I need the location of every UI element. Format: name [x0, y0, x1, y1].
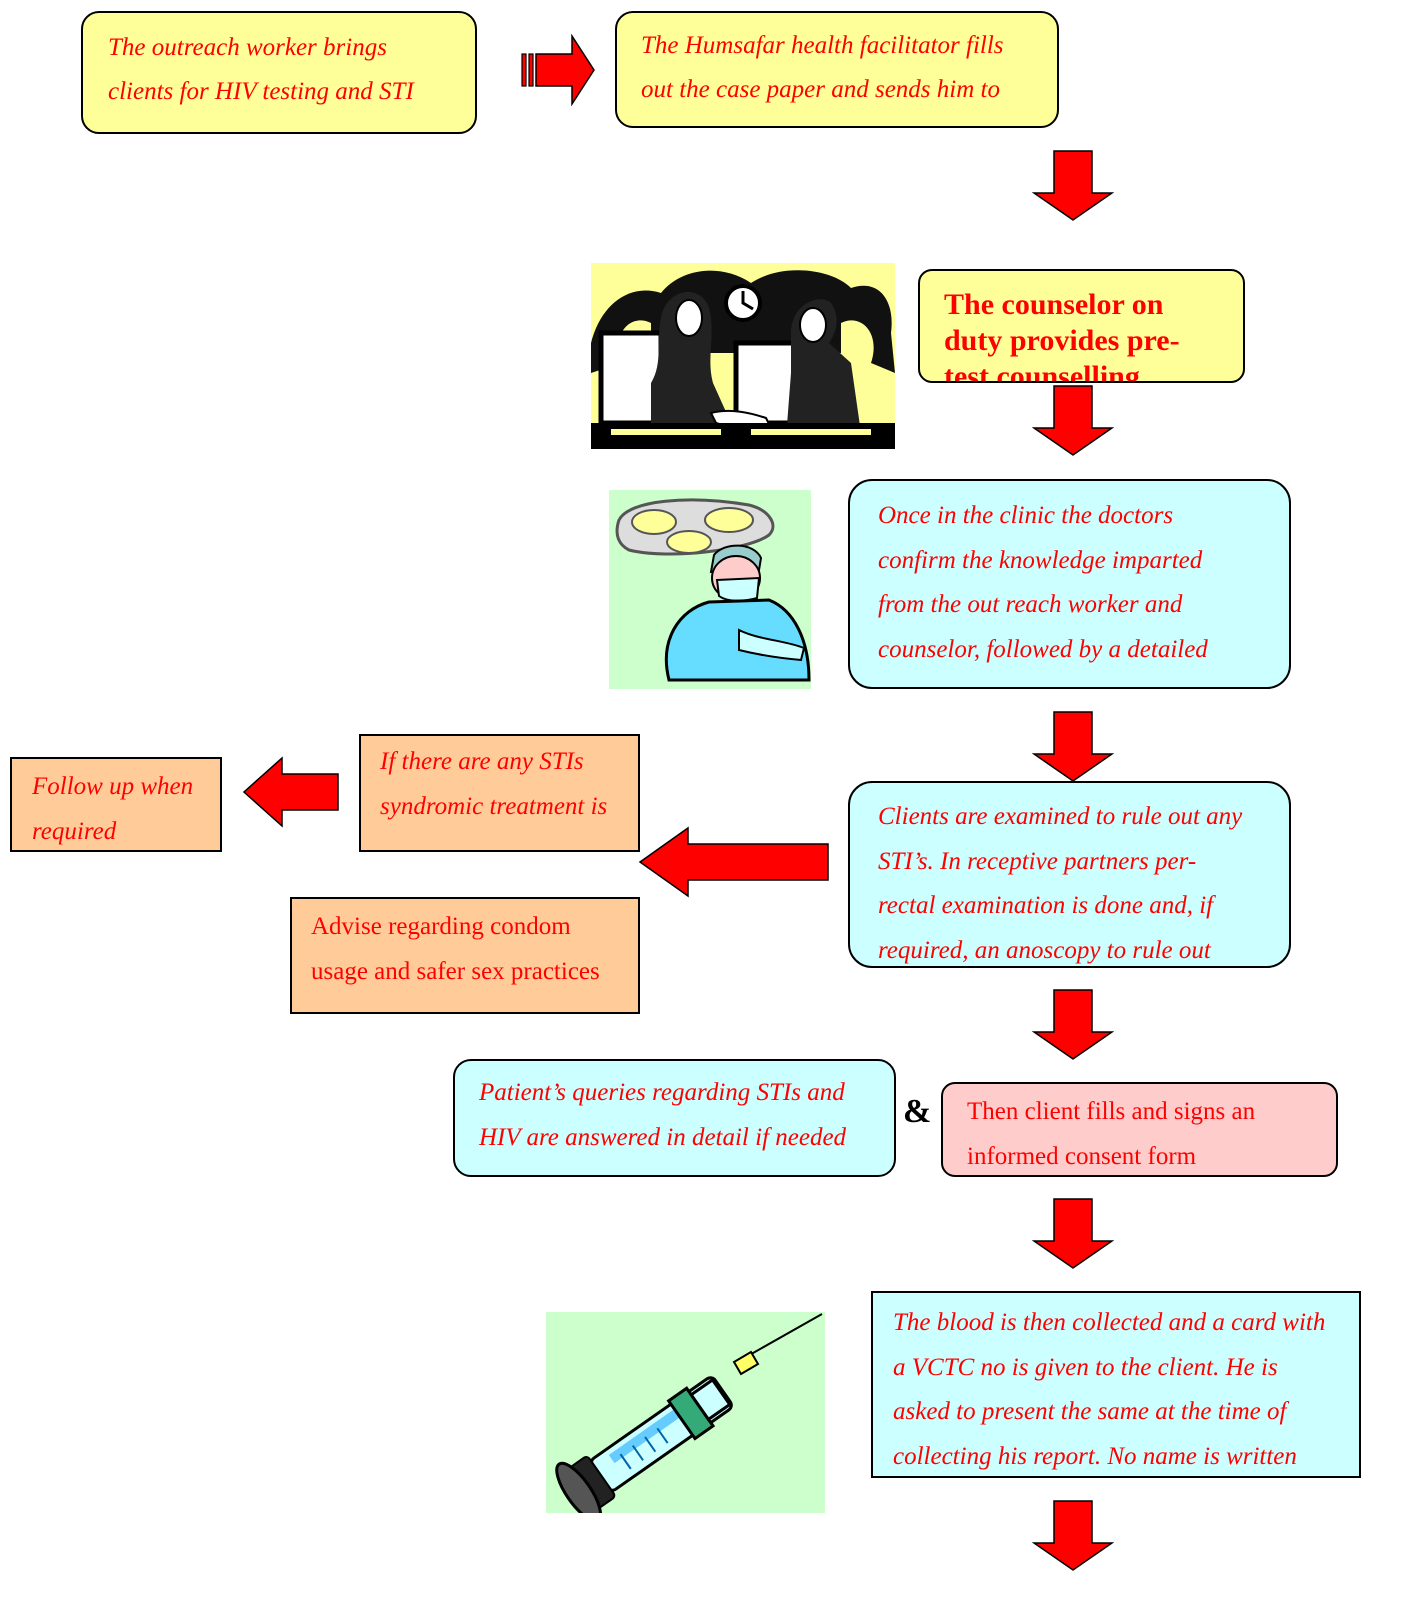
sti-treatment-box: If there are any STIs syndromic treatmen… — [359, 734, 640, 852]
examination-text: Clients are examined to rule out any STI… — [878, 803, 1243, 964]
consent-form-text: Then client fills and signs an informed … — [967, 1098, 1256, 1170]
advise-condom-text: Advise regarding condom usage and safer … — [311, 913, 600, 1012]
down-arrow-6 — [1032, 1500, 1114, 1571]
down-arrow-4 — [1032, 989, 1114, 1060]
counselor-text: The counselor on duty provides pre- test… — [944, 288, 1180, 383]
counselling-clipart — [591, 263, 895, 449]
ampersand-label: & — [903, 1093, 932, 1130]
blood-collection-box: The blood is then collected and a card w… — [871, 1291, 1361, 1478]
counselor-box: The counselor on duty provides pre- test… — [918, 269, 1245, 383]
outreach-worker-text: The outreach worker brings clients for H… — [108, 34, 414, 105]
outreach-worker-box: The outreach worker brings clients for H… — [81, 11, 477, 134]
follow-up-box: Follow up when required — [10, 757, 222, 852]
sti-treatment-text: If there are any STIs syndromic treatmen… — [380, 748, 608, 820]
follow-up-text: Follow up when required — [32, 773, 194, 845]
surgeon-clipart — [609, 490, 811, 689]
left-arrow-small — [242, 756, 339, 828]
down-arrow-3 — [1032, 711, 1114, 782]
syringe-clipart — [546, 1312, 825, 1513]
clinic-doctors-box: Once in the clinic the doctors confirm t… — [848, 479, 1291, 689]
examination-box: Clients are examined to rule out any STI… — [848, 781, 1291, 968]
health-facilitator-box: The Humsafar health facilitator fills ou… — [615, 11, 1059, 128]
down-arrow-5 — [1032, 1198, 1114, 1269]
right-arrow-1 — [521, 34, 595, 106]
down-arrow-2 — [1032, 385, 1114, 456]
health-facilitator-text: The Humsafar health facilitator fills ou… — [641, 32, 1004, 103]
down-arrow-1 — [1032, 150, 1114, 221]
clinic-doctors-text: Once in the clinic the doctors confirm t… — [878, 502, 1208, 663]
left-arrow-large — [638, 826, 829, 898]
advise-condom-box: Advise regarding condom usage and safer … — [290, 897, 640, 1014]
consent-form-box: Then client fills and signs an informed … — [941, 1082, 1338, 1177]
blood-collection-text: The blood is then collected and a card w… — [893, 1309, 1326, 1470]
patient-queries-box: Patient’s queries regarding STIs and HIV… — [453, 1059, 896, 1177]
patient-queries-text: Patient’s queries regarding STIs and HIV… — [479, 1079, 847, 1151]
